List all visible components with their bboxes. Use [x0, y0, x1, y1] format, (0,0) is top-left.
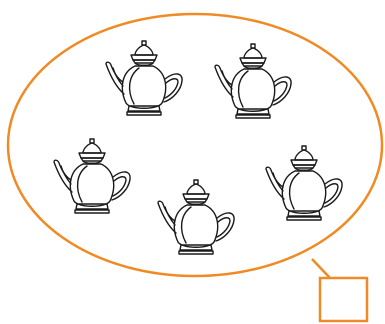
teapot-icon [158, 180, 234, 254]
teapot-icon [215, 44, 291, 118]
teapot-icon [266, 146, 342, 220]
answer-box[interactable] [320, 278, 367, 321]
speech-bubble-outline [8, 14, 382, 276]
speech-bubble-tail [312, 259, 330, 278]
teapot-icon [106, 41, 182, 115]
teapot-icon [54, 139, 130, 213]
